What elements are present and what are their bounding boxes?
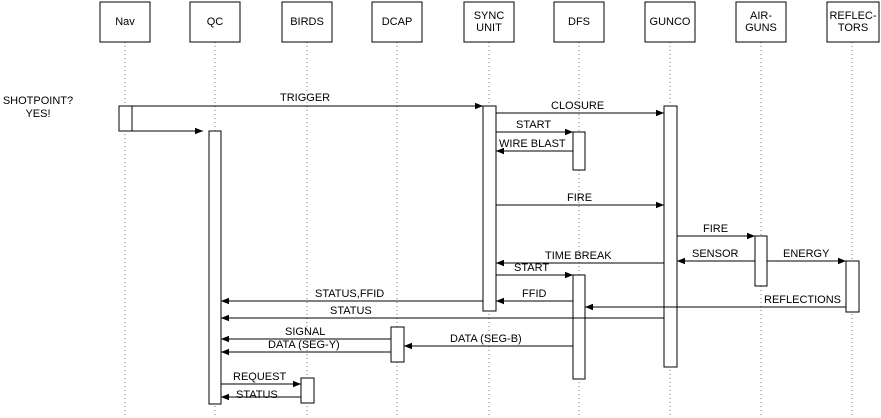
participant-sync-unit: SYNC UNIT — [463, 1, 515, 43]
participant-dfs: DFS — [553, 1, 605, 43]
participant-qc: QC — [189, 1, 241, 43]
shotpoint-note-line2: YES! — [25, 108, 50, 120]
message-reflections-label: REFLECTIONS — [764, 294, 841, 306]
activation-qc — [208, 130, 222, 405]
participant-gunco-label: GUNCO — [650, 16, 691, 28]
activation-gunco — [663, 105, 678, 368]
activation-nav — [118, 105, 133, 132]
activation-sync — [482, 105, 497, 312]
message-signal-label: SIGNAL — [285, 326, 325, 338]
participant-reflectors-label-line2: TORS — [838, 22, 868, 34]
message-closure-label: CLOSURE — [551, 100, 604, 112]
participant-qc-label: QC — [207, 16, 224, 28]
shotpoint-note-line1: SHOTPOINT? — [3, 95, 73, 107]
message-status-2-label: STATUS — [236, 389, 278, 401]
message-time-break-label: TIME BREAK — [545, 250, 612, 262]
activation-birds — [300, 377, 315, 404]
message-sensor-label: SENSOR — [692, 248, 739, 260]
message-fire-2-label: FIRE — [703, 223, 728, 235]
participant-dcap-label: DCAP — [382, 16, 413, 28]
message-start-1-label: START — [516, 119, 551, 131]
participant-nav-label: Nav — [115, 16, 135, 28]
activation-dcap — [390, 326, 405, 363]
participant-gunco: GUNCO — [644, 1, 696, 43]
participant-nav: Nav — [99, 1, 151, 43]
message-trigger-label: TRIGGER — [280, 92, 330, 104]
activations — [118, 105, 860, 405]
message-data-seg-b-label: DATA (SEG-B) — [450, 333, 522, 345]
messages — [132, 102, 846, 401]
participant-dcap: DCAP — [371, 1, 423, 43]
message-status-ffid-label: STATUS,FFID — [315, 288, 384, 300]
participant-sync-label-line1: SYNC — [474, 10, 505, 22]
message-start-2-label: START — [514, 262, 549, 274]
activation-dfs-1 — [572, 131, 586, 171]
activation-reflectors — [845, 260, 860, 313]
message-labels: TRIGGER CLOSURE START WIRE BLAST FIRE FI… — [233, 92, 841, 401]
participant-airguns-label-line2: GUNS — [745, 22, 777, 34]
message-status-1-label: STATUS — [330, 305, 372, 317]
message-wire-blast-label: WIRE BLAST — [499, 138, 566, 150]
message-fire-1-label: FIRE — [567, 192, 592, 204]
message-energy-label: ENERGY — [783, 248, 830, 260]
participant-birds-label: BIRDS — [290, 16, 324, 28]
participant-sync-label-line2: UNIT — [476, 22, 502, 34]
participant-reflectors: REFLEC- TORS — [826, 1, 880, 43]
participant-airguns: AIR- GUNS — [735, 1, 787, 43]
activation-airguns — [754, 235, 768, 287]
participant-headers: Nav QC BIRDS DCAP SYNC UNIT DFS GUNCO — [99, 1, 880, 43]
participant-birds: BIRDS — [281, 1, 333, 43]
message-ffid-label: FFID — [522, 288, 546, 300]
activation-dfs-2 — [572, 274, 586, 380]
message-data-seg-y-label: DATA (SEG-Y) — [268, 339, 340, 351]
participant-dfs-label: DFS — [568, 16, 590, 28]
message-request-label: REQUEST — [233, 371, 286, 383]
participant-reflectors-label-line1: REFLEC- — [829, 10, 876, 22]
participant-airguns-label-line1: AIR- — [750, 10, 772, 22]
